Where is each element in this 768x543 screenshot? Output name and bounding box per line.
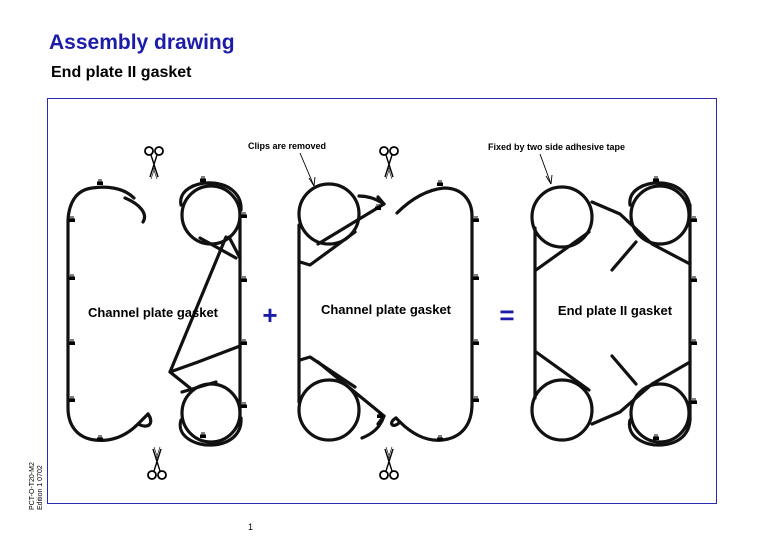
page-subtitle: End plate II gasket <box>51 64 192 81</box>
page-number: 1 <box>248 522 254 532</box>
tape-annotation-arrow <box>539 153 552 185</box>
doc-code-line2: Edition 1 0702 <box>37 465 44 510</box>
plus-symbol: + <box>262 300 277 330</box>
document-code: PCT-O-T20-M2 Edition 1 0702 <box>25 452 47 512</box>
doc-code-line1: PCT-O-T20-M2 <box>29 462 36 510</box>
page-title: Assembly drawing <box>49 31 235 54</box>
clips-annotation-arrow <box>299 152 315 187</box>
gasket-result <box>530 181 692 447</box>
gasket-middle <box>297 182 474 442</box>
diagram-frame <box>47 98 717 504</box>
scissors-icon <box>144 146 164 180</box>
gasket-left-label: Channel plate gasket <box>88 305 219 320</box>
scissors-icon <box>379 146 399 180</box>
tape-annotation: Fixed by two side adhesive tape <box>488 142 625 152</box>
clips-annotation: Clips are removed <box>248 141 326 151</box>
scissors-icon <box>379 446 399 480</box>
gasket-result-label: End plate II gasket <box>558 303 673 318</box>
scissors-icon <box>147 446 167 480</box>
equals-symbol: = <box>499 300 514 330</box>
gasket-middle-label: Channel plate gasket <box>321 302 452 317</box>
gasket-left <box>66 181 243 447</box>
